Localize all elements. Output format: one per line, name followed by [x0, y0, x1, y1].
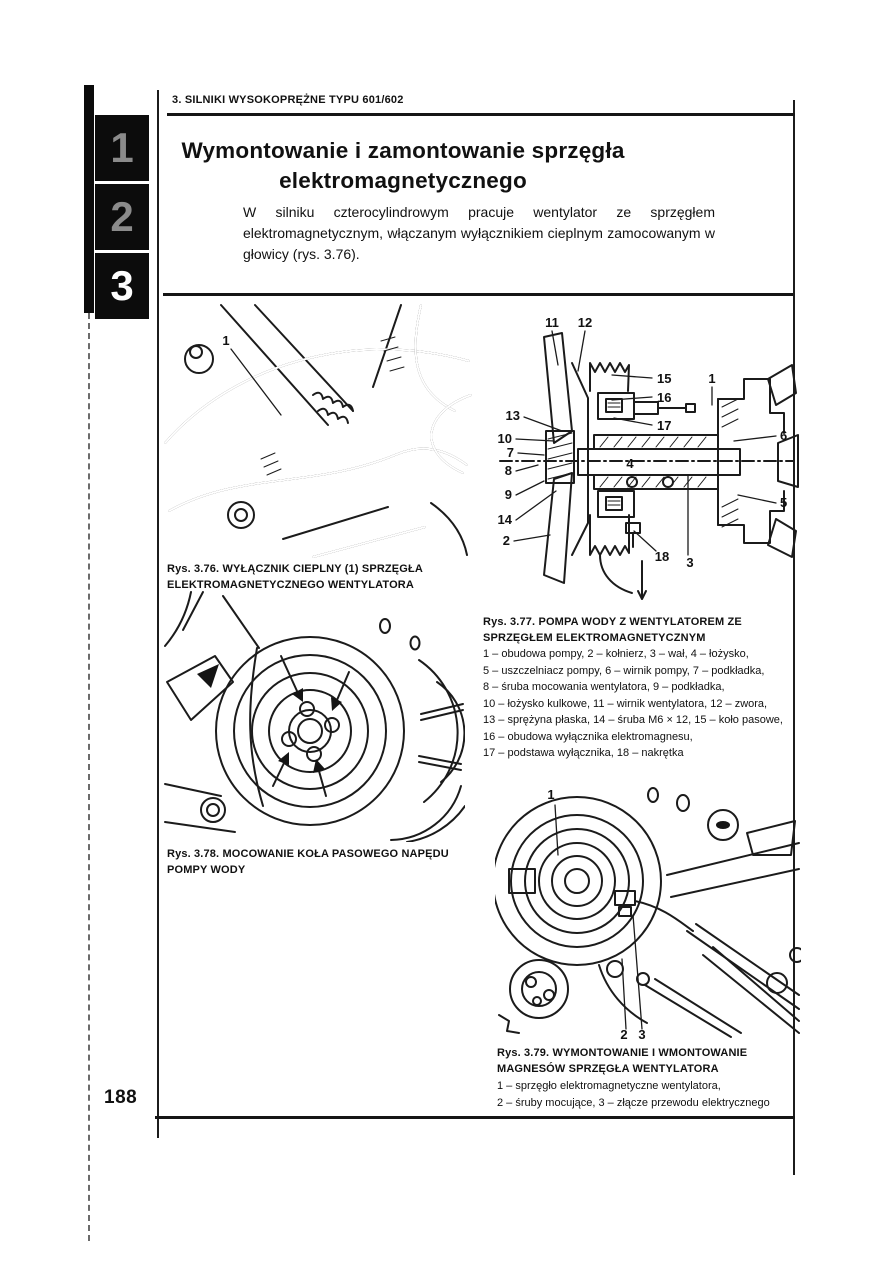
figure-3-77-legend: 1 – obudowa pompy, 2 – kołnierz, 3 – wał… — [483, 646, 803, 762]
legend-line: 5 – uszczelniacz pompy, 6 – wirnik pompy… — [483, 664, 765, 677]
figure-3-76-drawing: 1 — [164, 304, 472, 558]
callout-label: 10 — [498, 431, 512, 446]
callout-label: 11 — [545, 315, 559, 330]
figure-3-79-drawing: 1 2 3 — [495, 787, 801, 1041]
callout-label: 3 — [638, 1027, 645, 1041]
callout-label: 17 — [657, 418, 671, 433]
callout-label: 5 — [780, 495, 787, 510]
figure-3-79-caption: Rys. 3.79. WYMONTOWANIE I WMONTOWANIE MA… — [497, 1047, 748, 1075]
legend-line: 1 – sprzęgło elektromagnetyczne wentylat… — [497, 1080, 721, 1092]
callout-label: 16 — [657, 390, 671, 405]
page-title: Wymontowanie i zamontowanie sprzęgła ele… — [172, 136, 634, 196]
page-edge-line — [88, 313, 90, 1241]
figure-3-79-legend: 1 – sprzęgło elektromagnetyczne wentylat… — [497, 1078, 807, 1111]
legend-line: 16 – obudowa wyłącznika elektromagnesu, — [483, 730, 693, 743]
callout-label: 18 — [655, 549, 669, 564]
legend-line: 2 – śruby mocujące, 3 – złącze przewodu … — [497, 1096, 770, 1109]
callout-label: 4 — [626, 456, 634, 471]
callout-label: 2 — [503, 533, 510, 548]
page-number: 188 — [104, 1087, 138, 1108]
chapter-tab-1: 1 — [95, 115, 149, 181]
legend-line: 8 – śruba mocowania wentylatora, 9 – pod… — [483, 681, 725, 693]
section-rule — [163, 293, 793, 296]
header-rule — [167, 113, 795, 116]
callout-label: 12 — [578, 315, 592, 330]
page-title-line1: Wymontowanie i zamontowanie sprzęgła — [181, 138, 625, 163]
legend-line: 13 – sprężyna płaska, 14 – śruba M6 × 12… — [483, 714, 783, 726]
chapter-tab-3-label: 3 — [110, 262, 134, 309]
figure-3-76-caption: Rys. 3.76. WYŁĄCZNIK CIEPLNY (1) SPRZĘGŁ… — [167, 563, 423, 591]
legend-line: 10 – łożysko kulkowe, 11 – wirnik wentyl… — [483, 697, 768, 710]
callout-label: 9 — [505, 487, 512, 502]
corrugated-hose-hatch — [260, 336, 405, 476]
callout-label: 13 — [506, 408, 520, 423]
chapter-tab-2: 2 — [95, 184, 149, 250]
callout-label: 1 — [222, 333, 229, 348]
footer-rule — [155, 1116, 795, 1119]
intro-paragraph: W silniku czterocylindrowym pracuje went… — [243, 204, 715, 262]
callout-label: 3 — [686, 555, 693, 570]
callout-label: 6 — [780, 428, 787, 443]
callout-label: 8 — [505, 463, 512, 478]
callout-leaders — [513, 330, 777, 556]
content-border-right — [793, 100, 795, 1175]
callout-label: 2 — [620, 1027, 627, 1041]
bolt-arrows — [272, 655, 350, 797]
callout-label: 7 — [507, 445, 514, 460]
chapter-tab-1-label: 1 — [110, 124, 134, 171]
running-header: 3. SILNIKI WYSOKOPRĘŻNE TYPU 601/602 — [172, 94, 404, 106]
chapter-tab-2-label: 2 — [110, 193, 134, 240]
content-border-left — [157, 90, 159, 1138]
figure-3-78-caption: Rys. 3.78. MOCOWANIE KOŁA PASOWEGO NAPĘD… — [167, 848, 449, 876]
figure-3-77-drawing: 11 12 15 16 1 13 17 10 6 7 8 4 9 5 14 2 … — [498, 315, 799, 600]
legend-line: 1 – obudowa pompy, 2 – kołnierz, 3 – wał… — [483, 648, 749, 660]
chapter-tab-3: 3 — [95, 253, 149, 319]
callout-label: 15 — [657, 371, 671, 386]
spine-black-bar — [84, 85, 94, 313]
callout-label: 1 — [708, 371, 715, 386]
callout-label: 14 — [498, 512, 513, 527]
callout-label: 1 — [547, 787, 554, 802]
figure-3-78-drawing — [164, 591, 465, 842]
legend-line: 17 – podstawa wyłącznika, 18 – nakrętka — [483, 747, 684, 759]
figure-3-77-caption: Rys. 3.77. POMPA WODY Z WENTYLATOREM ZE … — [483, 616, 742, 644]
page-title-line2: elektromagnetycznego — [279, 168, 527, 193]
